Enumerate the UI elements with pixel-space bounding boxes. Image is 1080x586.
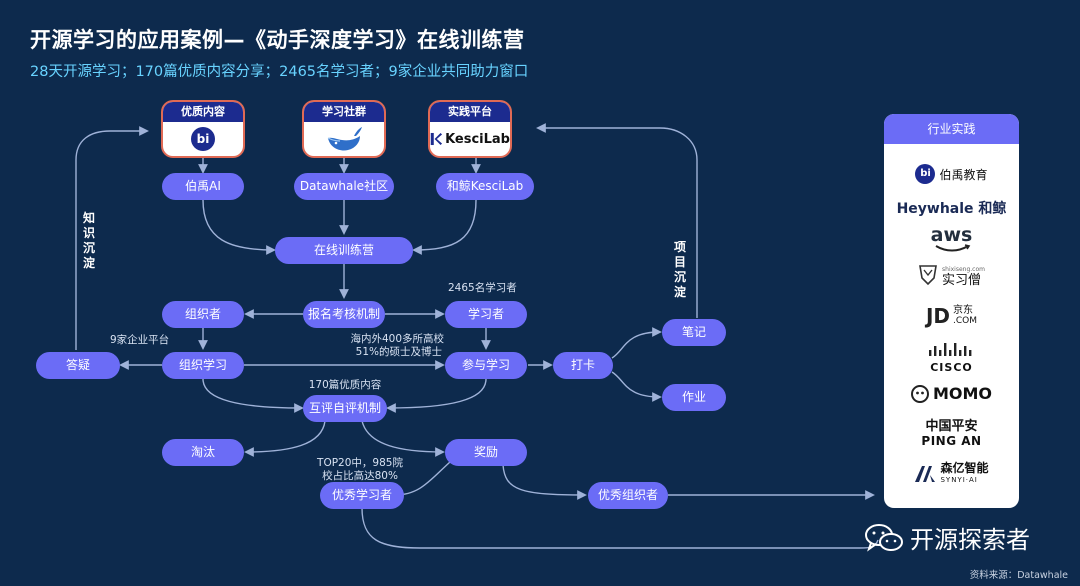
boyu-edu-logo: bi 伯禹教育 [884, 164, 1019, 184]
node-enroll-review: 报名考核机制 [303, 301, 385, 328]
page-subtitle: 28天开源学习；170篇优质内容分享；2465名学习者；9家企业共同助力窗口 [30, 64, 529, 80]
page-title: 开源学习的应用案例—《动手深度学习》在线训练营 [30, 28, 525, 52]
node-organizer: 组织者 [162, 301, 244, 328]
line-reward-exorg [502, 464, 587, 500]
momo-logo: MOMO [884, 384, 1019, 403]
line-peer-reward [361, 420, 445, 457]
node-homework: 作业 [662, 384, 726, 411]
pingan-logo: 中国平安 PING AN [921, 419, 982, 449]
node-excellent-learner: 优秀学习者 [320, 482, 404, 509]
line-answer-loop [75, 126, 149, 350]
anno-enterprise-platform: 9家企业平台 [110, 334, 170, 346]
line-orglearn-peer [202, 378, 304, 413]
practice-platform-box: 实践平台 KesciLab [428, 100, 512, 158]
industry-practice-panel: 行业实践 bi 伯禹教育 Heywhale 和鲸 aws shixiseng.c… [884, 114, 1019, 508]
node-excellent-organizer: 优秀组织者 [588, 482, 668, 509]
anno-learners-count: 2465名学习者 [448, 282, 517, 294]
quality-content-header: 优质内容 [163, 102, 243, 122]
node-notes: 笔记 [662, 319, 726, 346]
node-checkin: 打卡 [553, 352, 613, 379]
source-note: 资料来源：Datawhale [969, 570, 1068, 581]
line-participate-peer [386, 378, 487, 413]
heywhale-logo: Heywhale 和鲸 [896, 201, 1007, 217]
aws-smile-icon [934, 244, 970, 252]
line-notes-loop [536, 123, 698, 318]
node-peer-review: 互评自评机制 [303, 395, 387, 422]
kescilab-logo-text: KesciLab [445, 131, 510, 147]
node-online-camp: 在线训练营 [275, 237, 413, 264]
node-boyu-ai: 伯禹AI [162, 173, 244, 200]
bi-logo-icon: bi [915, 164, 936, 184]
quality-content-box: 优质内容 bi [161, 100, 245, 158]
label-project-sediment: 项目沉淀 [673, 240, 686, 299]
industry-practice-header: 行业实践 [884, 114, 1019, 144]
node-kescilab: 和鲸KesciLab [436, 173, 534, 200]
node-participate: 参与学习 [445, 352, 527, 379]
node-datawhale: Datawhale社区 [294, 173, 394, 200]
node-learner: 学习者 [445, 301, 527, 328]
anno-universities-1: 海内外400多所高校 [350, 333, 444, 345]
shixiseng-icon [919, 265, 937, 286]
kescilab-logo-icon [430, 132, 443, 146]
learning-community-box: 学习社群 [302, 100, 386, 158]
anno-top20-1: TOP20中，985院 [317, 457, 403, 469]
anno-universities-2: 51%的硕士及博士 [355, 346, 442, 358]
node-organize-learning: 组织学习 [162, 352, 244, 379]
line-exlearner-industry [361, 507, 879, 549]
whale-logo-icon [327, 127, 362, 151]
line-peer-eliminate [244, 420, 326, 457]
bi-logo-icon: bi [191, 127, 215, 151]
synyi-icon [915, 466, 936, 482]
learning-community-header: 学习社群 [304, 102, 384, 122]
label-knowledge-sediment: 知识沉淀 [82, 211, 95, 270]
node-reward: 奖励 [445, 439, 527, 466]
practice-platform-header: 实践平台 [430, 102, 510, 122]
momo-icon [910, 384, 929, 403]
wechat-icon [865, 523, 903, 552]
node-answer: 答疑 [36, 352, 120, 379]
aws-logo: aws [884, 224, 1019, 252]
jd-logo: JD 京东 .COM [925, 304, 978, 328]
watermark: 开源探索者 [864, 520, 1030, 555]
shixiseng-logo: shixiseng.com 实习僧 [884, 264, 1019, 287]
cisco-logo: CISCO [884, 342, 1019, 375]
line-boyu-camp [202, 199, 276, 255]
line-kesci-camp [412, 199, 477, 255]
synyi-logo: 森亿智能 SYNYI·AI [884, 462, 1019, 486]
line-checkin-homework [611, 371, 662, 402]
cisco-bars-icon [928, 343, 971, 356]
anno-top20-2: 校占比高达80% [322, 470, 398, 482]
anno-content-count: 170篇优质内容 [308, 379, 382, 391]
line-checkin-notes [611, 327, 662, 359]
node-eliminate: 淘汰 [162, 439, 244, 466]
